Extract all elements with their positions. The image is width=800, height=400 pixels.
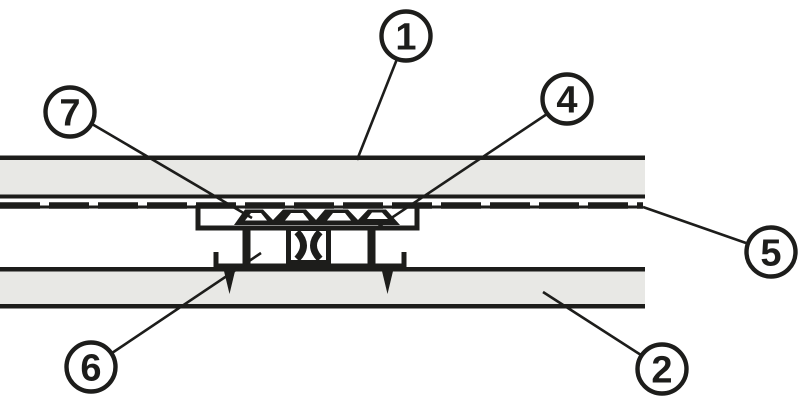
callout-1: 1 xyxy=(379,9,433,63)
top-panel-lower-edge xyxy=(0,194,645,199)
callout-5-circle xyxy=(744,225,798,279)
clip-window-2 xyxy=(285,213,309,221)
fastener-spike-left xyxy=(223,267,236,294)
clip-window-3 xyxy=(327,213,351,221)
base-flange xyxy=(213,252,407,269)
callout-6-label: 6 xyxy=(80,348,101,390)
callout-7: 7 xyxy=(43,85,97,139)
clip-toothed-body xyxy=(234,209,400,225)
callout-1-label: 1 xyxy=(395,17,416,59)
callout-6-circle xyxy=(64,340,118,394)
callout-5-label: 5 xyxy=(760,233,781,275)
callout-4-label: 4 xyxy=(556,80,577,122)
leader-line-5 xyxy=(642,205,747,245)
top-panel xyxy=(0,155,645,199)
callout-2: 2 xyxy=(635,342,689,396)
callout-4-circle xyxy=(540,72,594,126)
membrane-dashed-line xyxy=(0,202,643,209)
hanger-leg-right xyxy=(367,227,376,264)
leader-line-1 xyxy=(355,58,399,161)
bottom-panel-upper-edge xyxy=(0,267,645,272)
clip-window-4 xyxy=(367,212,388,219)
bottom-panel-lower-edge xyxy=(0,304,645,309)
callout-7-circle xyxy=(43,85,97,139)
fastener-spike-right xyxy=(381,267,394,294)
top-panel-core xyxy=(0,158,645,196)
callout-2-circle xyxy=(635,342,689,396)
isolator-frame xyxy=(286,226,331,265)
bottom-panel-core xyxy=(0,270,645,305)
isolator-spring-left xyxy=(294,229,307,262)
isolator-box xyxy=(286,226,331,265)
top-panel-upper-edge xyxy=(0,155,645,160)
callout-6: 6 xyxy=(64,340,118,394)
leader-line-4 xyxy=(377,112,548,229)
hanger-leg-left xyxy=(242,227,251,264)
isolator-spring-right xyxy=(310,229,323,262)
callout-4: 4 xyxy=(540,72,594,126)
callout-1-circle xyxy=(379,9,433,63)
leader-line-2 xyxy=(542,290,642,357)
leader-line-6 xyxy=(111,251,262,355)
callout-7-label: 7 xyxy=(59,93,80,135)
spring-clip-teeth xyxy=(234,209,400,225)
bottom-panel xyxy=(0,267,645,309)
leader-line-7 xyxy=(91,122,253,220)
callout-2-label: 2 xyxy=(651,350,672,392)
callout-5: 5 xyxy=(744,225,798,279)
hanger-assembly xyxy=(195,205,420,294)
